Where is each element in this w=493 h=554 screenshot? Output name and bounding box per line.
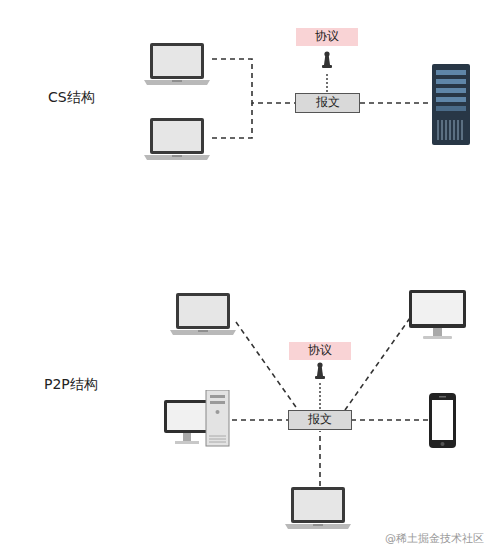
pin-icon-part [326, 72, 327, 92]
pin-icon-part [319, 383, 320, 409]
section-title: CS结构 [48, 89, 95, 107]
dashed-wire-part [319, 431, 321, 486]
server-icon-part [436, 88, 466, 93]
node-label: 报文 [316, 96, 340, 109]
protocol-box: 协议 [296, 28, 358, 46]
section-title: P2P结构 [44, 376, 98, 394]
server-icon-part [436, 70, 466, 75]
server-icon-part [436, 97, 466, 102]
dashed-wire-part [212, 59, 295, 103]
phone-icon [429, 393, 456, 448]
pin-icon [315, 362, 325, 409]
dashed-wire-part [360, 102, 432, 104]
desktop-icon [164, 390, 229, 446]
node-label: 协议 [315, 30, 339, 43]
protocol-box: 协议 [289, 342, 351, 360]
dashed-wire-part [236, 322, 298, 410]
laptop-icon [170, 293, 236, 335]
message-box: 报文 [288, 410, 352, 430]
laptop-icon [144, 118, 210, 160]
pin-icon [322, 51, 332, 92]
server-icon-part [438, 120, 462, 140]
laptop-icon [285, 487, 351, 529]
dashed-wire-part [352, 419, 428, 421]
dashed-wire-part [212, 103, 252, 138]
node-label: 协议 [308, 344, 332, 357]
dashed-wire [232, 318, 428, 486]
laptop-icon [144, 43, 210, 85]
dashed-wire-part [232, 419, 288, 421]
pin-icon-part [322, 51, 332, 68]
dashed-wire-part [345, 318, 410, 410]
node-label: 报文 [308, 413, 332, 426]
server-icon-part [436, 106, 466, 111]
dashed-wire [212, 59, 432, 138]
server-icon-part [436, 79, 466, 84]
server-icon-part [432, 64, 470, 145]
watermark: @稀土掘金技术社区 [385, 531, 484, 546]
monitor-icon [409, 290, 466, 339]
message-box: 报文 [295, 93, 360, 113]
pin-icon-part [315, 362, 325, 379]
server-icon [432, 64, 470, 145]
